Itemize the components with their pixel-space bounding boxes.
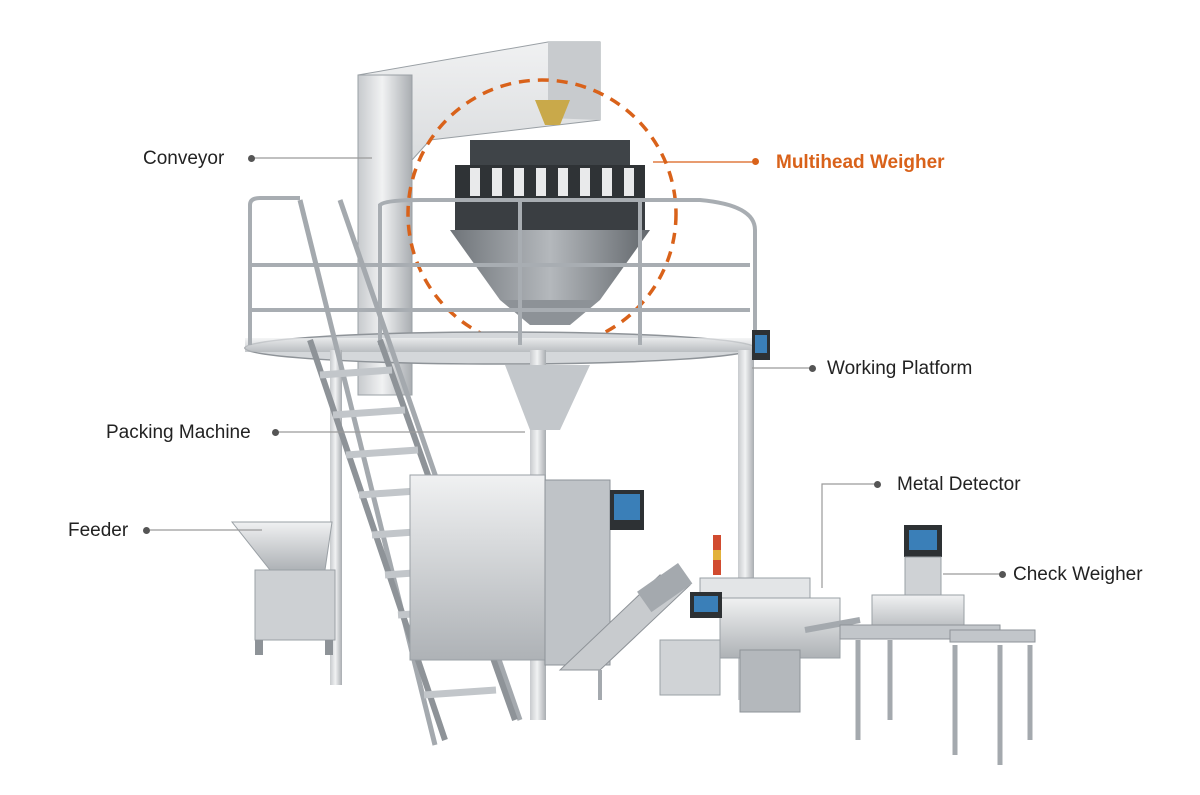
- multihead-weigher-dot: [752, 158, 759, 165]
- metal-detector-unit: [659, 535, 861, 713]
- check-weigher-unit: [839, 525, 1036, 765]
- metal-detector-dot: [874, 481, 881, 488]
- packing-machine-label: Packing Machine: [106, 422, 251, 443]
- check-weigher-label: Check Weigher: [1013, 564, 1143, 585]
- packing-machine-dot: [272, 429, 279, 436]
- multihead-weigher-unit: [450, 100, 650, 325]
- feeder-dot: [143, 527, 150, 534]
- working-platform-dot: [809, 365, 816, 372]
- feeder-label: Feeder: [68, 520, 129, 541]
- check-weigher-dot: [999, 571, 1006, 578]
- output-conveyor: [558, 563, 693, 700]
- leader-lines: [150, 157, 1000, 588]
- packing-machine-unit: [409, 365, 644, 666]
- multihead-weigher-label: Multihead Weigher: [776, 152, 945, 173]
- conveyor-label: Conveyor: [143, 148, 225, 169]
- feeder-unit: [230, 521, 336, 655]
- working-platform-label: Working Platform: [827, 358, 973, 379]
- conveyor-dot: [248, 155, 255, 162]
- metal-detector-label: Metal Detector: [897, 474, 1021, 495]
